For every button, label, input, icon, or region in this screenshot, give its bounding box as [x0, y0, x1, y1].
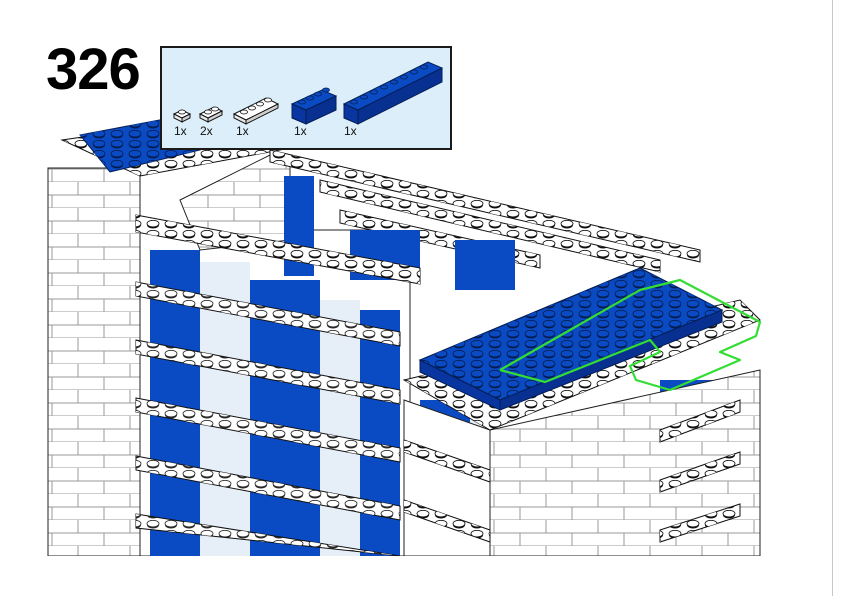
part-qty-plate-1x4: 1x: [236, 124, 249, 138]
part-qty-plate-1x2: 2x: [200, 124, 213, 138]
bottom-crop-mask: [0, 556, 832, 596]
brick-1x8-blue-icon: [342, 61, 444, 125]
brick-1x4-blue-icon: [290, 87, 338, 125]
part-qty-brick-1x8: 1x: [344, 124, 357, 138]
parts-icons: [172, 61, 444, 125]
new-parts-highlight: [499, 278, 762, 392]
step-number: 326: [46, 37, 141, 102]
front-top-ledge: [135, 214, 421, 285]
part-qty-plate-1x1: 1x: [174, 124, 187, 138]
plate-1x4-white-icon: [232, 97, 280, 125]
plate-1x1-white-icon: [172, 109, 192, 123]
parts-callout: 1x 2x 1x 1x 1x: [160, 46, 452, 150]
plate-1x2-white-icon: [198, 106, 224, 123]
building-right-tower: [402, 267, 761, 557]
page-edge-divider: [832, 0, 833, 596]
part-qty-brick-1x4: 1x: [294, 124, 307, 138]
ledge-rows: [135, 281, 401, 557]
